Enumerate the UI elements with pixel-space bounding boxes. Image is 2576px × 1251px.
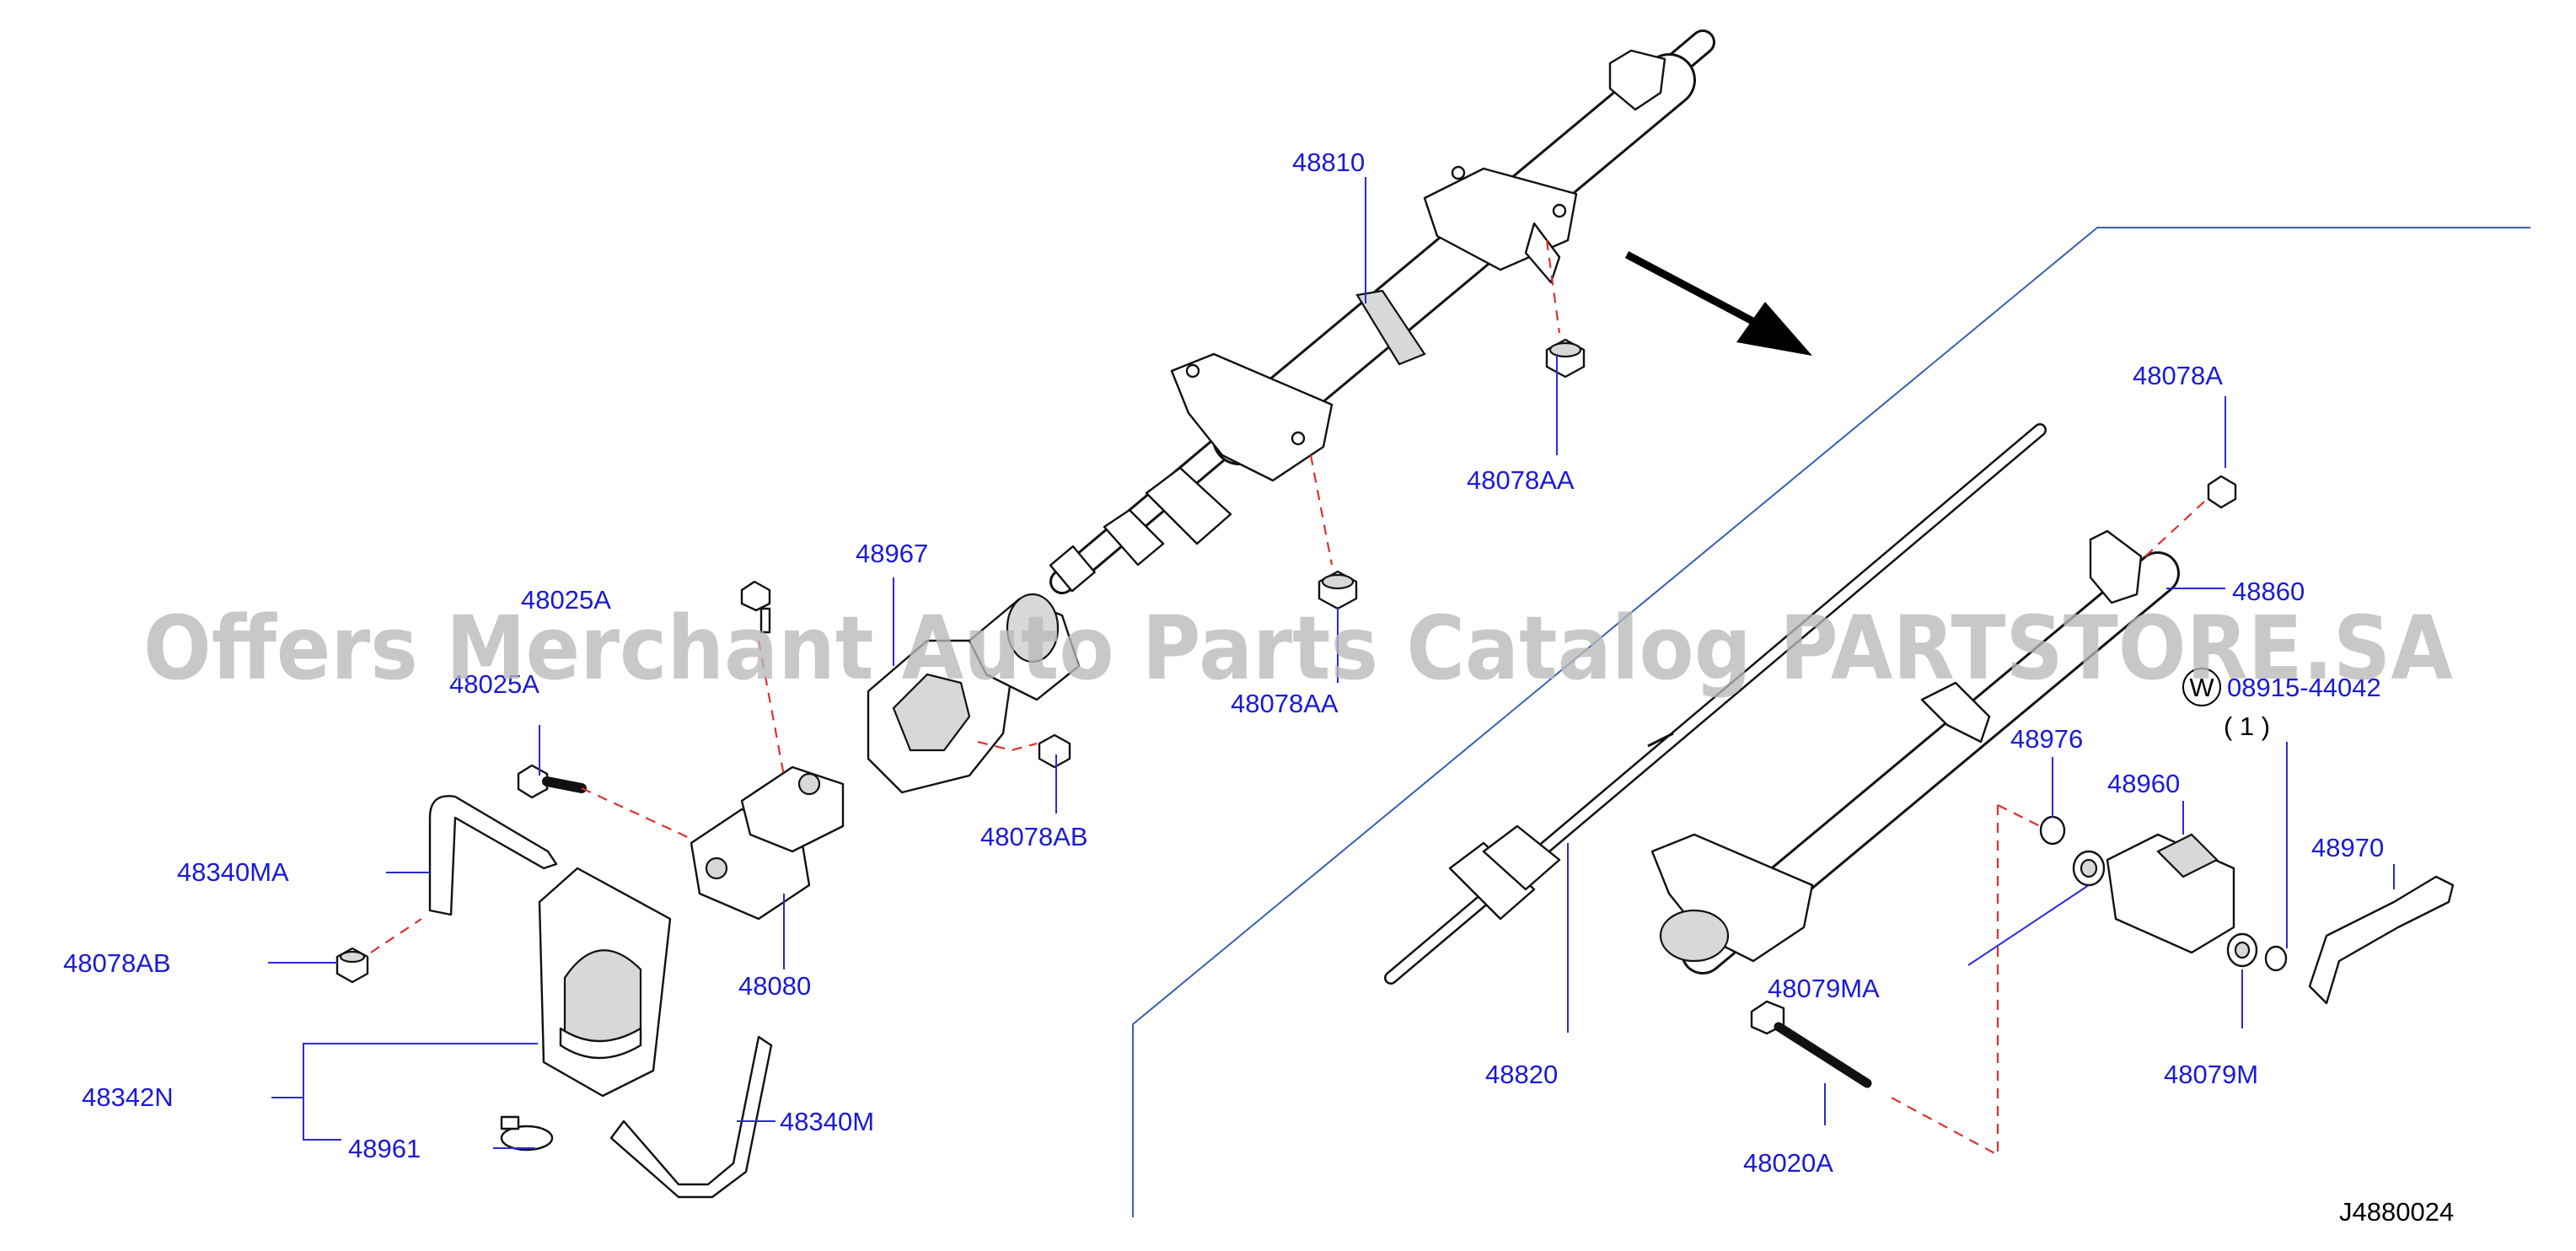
nut-48078A-drawing <box>2207 475 2237 509</box>
label-08915-quantity: ( 1 ) <box>2224 711 2270 741</box>
label-48078AA-top[interactable]: 48078AA <box>1467 465 1575 495</box>
universal-joint-48080-drawing <box>690 765 845 921</box>
assembly-dashed-lines <box>370 239 2205 1157</box>
washer-08915-drawing <box>2264 945 2288 972</box>
direction-arrow <box>1624 251 1812 356</box>
label-48025A-upper[interactable]: 48025A <box>521 585 611 615</box>
label-48079MA[interactable]: 48079MA <box>1768 974 1880 1003</box>
clamp-48961-drawing <box>500 1115 554 1152</box>
label-48960[interactable]: 48960 <box>2107 769 2180 798</box>
label-48078A[interactable]: 48078A <box>2133 361 2223 390</box>
label-48820[interactable]: 48820 <box>1485 1060 1558 1089</box>
label-48079M[interactable]: 48079M <box>2164 1060 2258 1089</box>
label-08915-44042[interactable]: 08915-44042 <box>2227 673 2381 702</box>
watermark: Offers Merchant Auto Parts Catalog PARTS… <box>143 597 2453 700</box>
nut-48078AA-mid-drawing <box>1318 570 1358 610</box>
label-48961[interactable]: 48961 <box>348 1134 421 1163</box>
bracket-48970-drawing <box>2308 875 2455 1005</box>
label-48810[interactable]: 48810 <box>1292 148 1365 177</box>
label-48078AB-center[interactable]: 48078AB <box>980 822 1088 851</box>
bracket-48340M-drawing <box>609 1035 773 1199</box>
label-48020A[interactable]: 48020A <box>1743 1148 1833 1178</box>
nut-48078AB-left-drawing <box>335 947 369 984</box>
label-48342N[interactable]: 48342N <box>82 1082 174 1112</box>
bushing-48079M-drawing <box>2226 932 2258 968</box>
shaft-48820-drawing <box>1384 423 2047 985</box>
leader-lines <box>268 177 2395 1149</box>
bolt-48025A-upper-drawing <box>740 580 771 634</box>
label-48078AA-mid[interactable]: 48078AA <box>1231 689 1339 718</box>
bracket-48340MA-drawing <box>428 795 558 916</box>
label-48860[interactable]: 48860 <box>2232 577 2305 606</box>
label-48967[interactable]: 48967 <box>856 539 928 568</box>
boot-48342N-drawing <box>538 867 672 1098</box>
bolt-48025A-lower-drawing <box>517 764 587 799</box>
bolt-48020A-drawing <box>1750 1000 1872 1088</box>
diagram-code: J4880024 <box>2339 1197 2454 1227</box>
label-48970[interactable]: 48970 <box>2311 833 2384 862</box>
label-48340MA[interactable]: 48340MA <box>177 857 289 887</box>
lower-column-48860-drawing <box>1650 529 2180 974</box>
nut-48078AA-top-drawing <box>1545 338 1586 379</box>
exploded-view-frame <box>1132 227 2530 1217</box>
washer-symbol: W <box>2182 668 2221 706</box>
steering-column-48810-drawing <box>1049 30 1715 594</box>
boot-48967-drawing <box>867 593 1081 794</box>
label-48080[interactable]: 48080 <box>738 971 811 1001</box>
label-48078AB-left[interactable]: 48078AB <box>63 948 171 978</box>
washer-48976-drawing <box>2039 815 2066 846</box>
label-48976[interactable]: 48976 <box>2010 724 2083 754</box>
bushing-48079MA-drawing <box>2072 850 2106 887</box>
bracket-48960-drawing <box>2106 833 2235 954</box>
nut-48078AB-center-drawing <box>1038 733 1071 769</box>
label-48340M[interactable]: 48340M <box>780 1107 874 1136</box>
washer-symbol-letter: W <box>2189 673 2214 702</box>
label-48025A-lower[interactable]: 48025A <box>449 669 539 699</box>
